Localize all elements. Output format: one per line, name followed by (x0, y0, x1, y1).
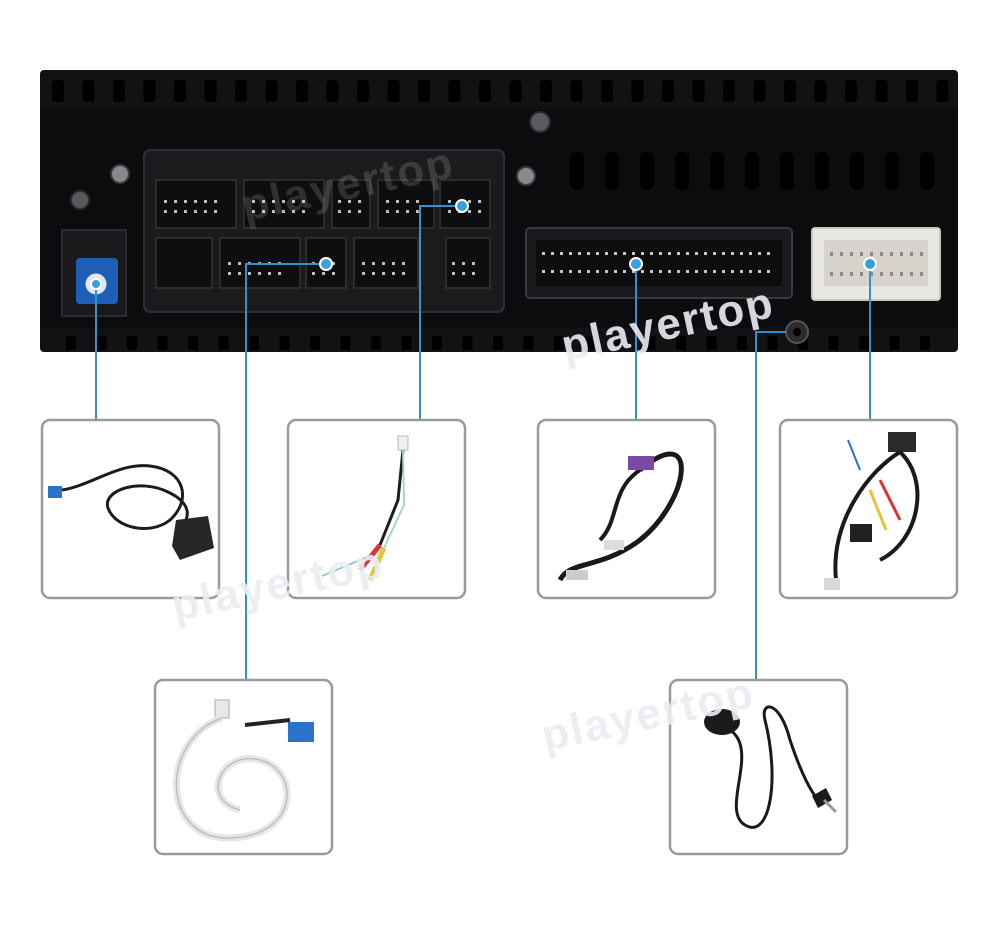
power-harness-icon (824, 432, 920, 590)
microphone-icon (704, 705, 838, 829)
power-harness-card[interactable] (778, 418, 959, 600)
screw-mid-icon (516, 166, 536, 186)
screw-left-icon (110, 164, 130, 184)
harness-icon (557, 451, 684, 582)
top-vent-row (52, 80, 949, 102)
wide-connector-pins (542, 252, 770, 273)
screw-top-icon (529, 111, 551, 133)
connector-dots (90, 199, 877, 290)
wide-main-port[interactable] (525, 227, 793, 299)
quadlock-connector-block (143, 149, 505, 313)
quadlock-pins (164, 200, 481, 275)
usb-cable-icon (173, 699, 314, 842)
head-unit-rear-panel (40, 70, 958, 352)
gps-antenna-card[interactable] (40, 418, 221, 600)
rca-video-cable-card[interactable] (286, 418, 467, 600)
usb-extension-cable-card[interactable] (153, 678, 334, 856)
bottom-vent-row (66, 336, 930, 350)
screw-gps-icon (70, 190, 90, 210)
gps-antenna-icon (48, 464, 214, 560)
mic-jack-port[interactable] (785, 320, 809, 344)
rca-cable-icon (321, 435, 409, 582)
gps-antenna-port[interactable] (61, 229, 127, 317)
external-microphone-card[interactable] (668, 678, 849, 856)
side-vent-row (570, 152, 934, 190)
main-wiring-harness-card[interactable] (536, 418, 717, 600)
leader-lines (95, 205, 871, 680)
white-connector-pins (830, 252, 923, 276)
